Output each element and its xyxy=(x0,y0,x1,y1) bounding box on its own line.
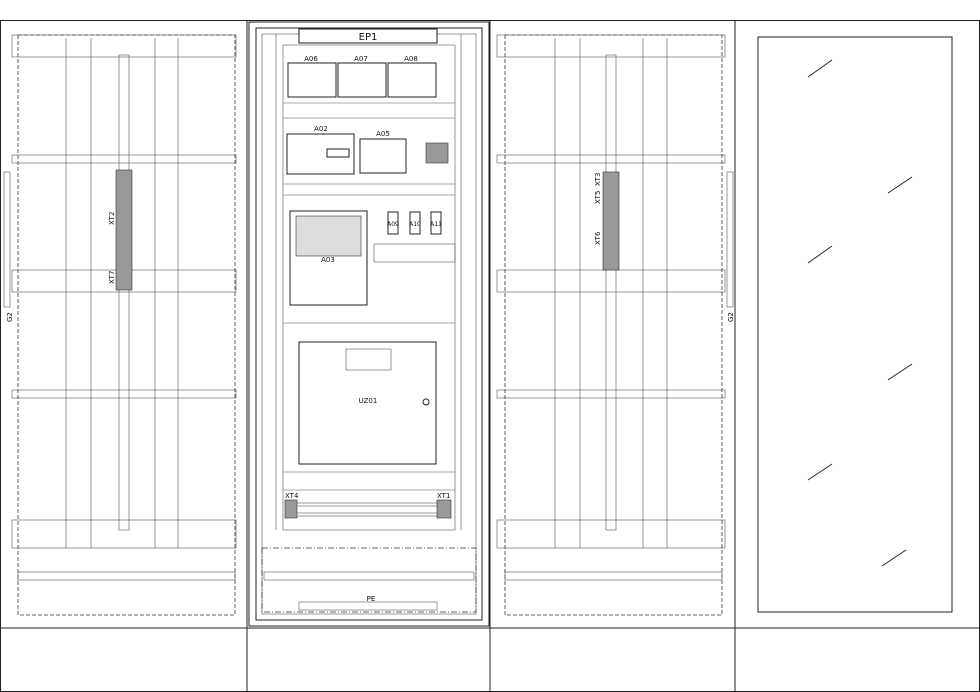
device-label-a09: A09 xyxy=(387,221,399,228)
terminal-strip-xt6 xyxy=(602,171,620,271)
terminal-label-xt1: XT1 xyxy=(437,492,450,500)
device-label-a06: A06 xyxy=(304,55,318,63)
left-door: XT2 XT7 G2 xyxy=(3,34,237,616)
terminal-label-xt4: XT4 xyxy=(285,492,299,500)
device-label-a02: A02 xyxy=(314,125,328,133)
terminal-label-xt5: XT5 xyxy=(594,191,602,204)
terminal-label-xt3: XT3 xyxy=(594,173,602,186)
device-label-a11: A11 xyxy=(430,221,442,228)
device-label-a05: A05 xyxy=(376,130,390,138)
hinge-label-left: G2 xyxy=(6,312,14,322)
device-label-a07: A07 xyxy=(354,55,368,63)
device-label-a10: A10 xyxy=(409,221,421,228)
right-door: XT3 XT5 XT6 G2 xyxy=(496,34,735,616)
terminal-label-xt6: XT6 xyxy=(594,231,602,245)
terminal-label-xt7: XT7 xyxy=(108,271,116,284)
ep1-panel xyxy=(298,28,438,44)
ups-box xyxy=(298,341,437,465)
glass-door xyxy=(757,36,953,613)
glass-hatch-marks xyxy=(807,59,913,567)
sheet-frame xyxy=(0,20,980,692)
hinge-label-right: G2 xyxy=(727,312,735,322)
device-label-a08: A08 xyxy=(404,55,418,63)
ups-label-uz01: UZ01 xyxy=(359,397,378,405)
center-cabinet: EP1 A06 A07 A08 A02 A05 A03 A09 A10 A11 xyxy=(248,21,490,627)
ep1-label: EP1 xyxy=(359,32,378,43)
terminal-strip-xt2 xyxy=(115,169,133,291)
controller-label-a03: A03 xyxy=(321,256,335,264)
terminal-label-xt2: XT2 xyxy=(108,212,116,225)
pe-label: PE xyxy=(367,595,376,603)
